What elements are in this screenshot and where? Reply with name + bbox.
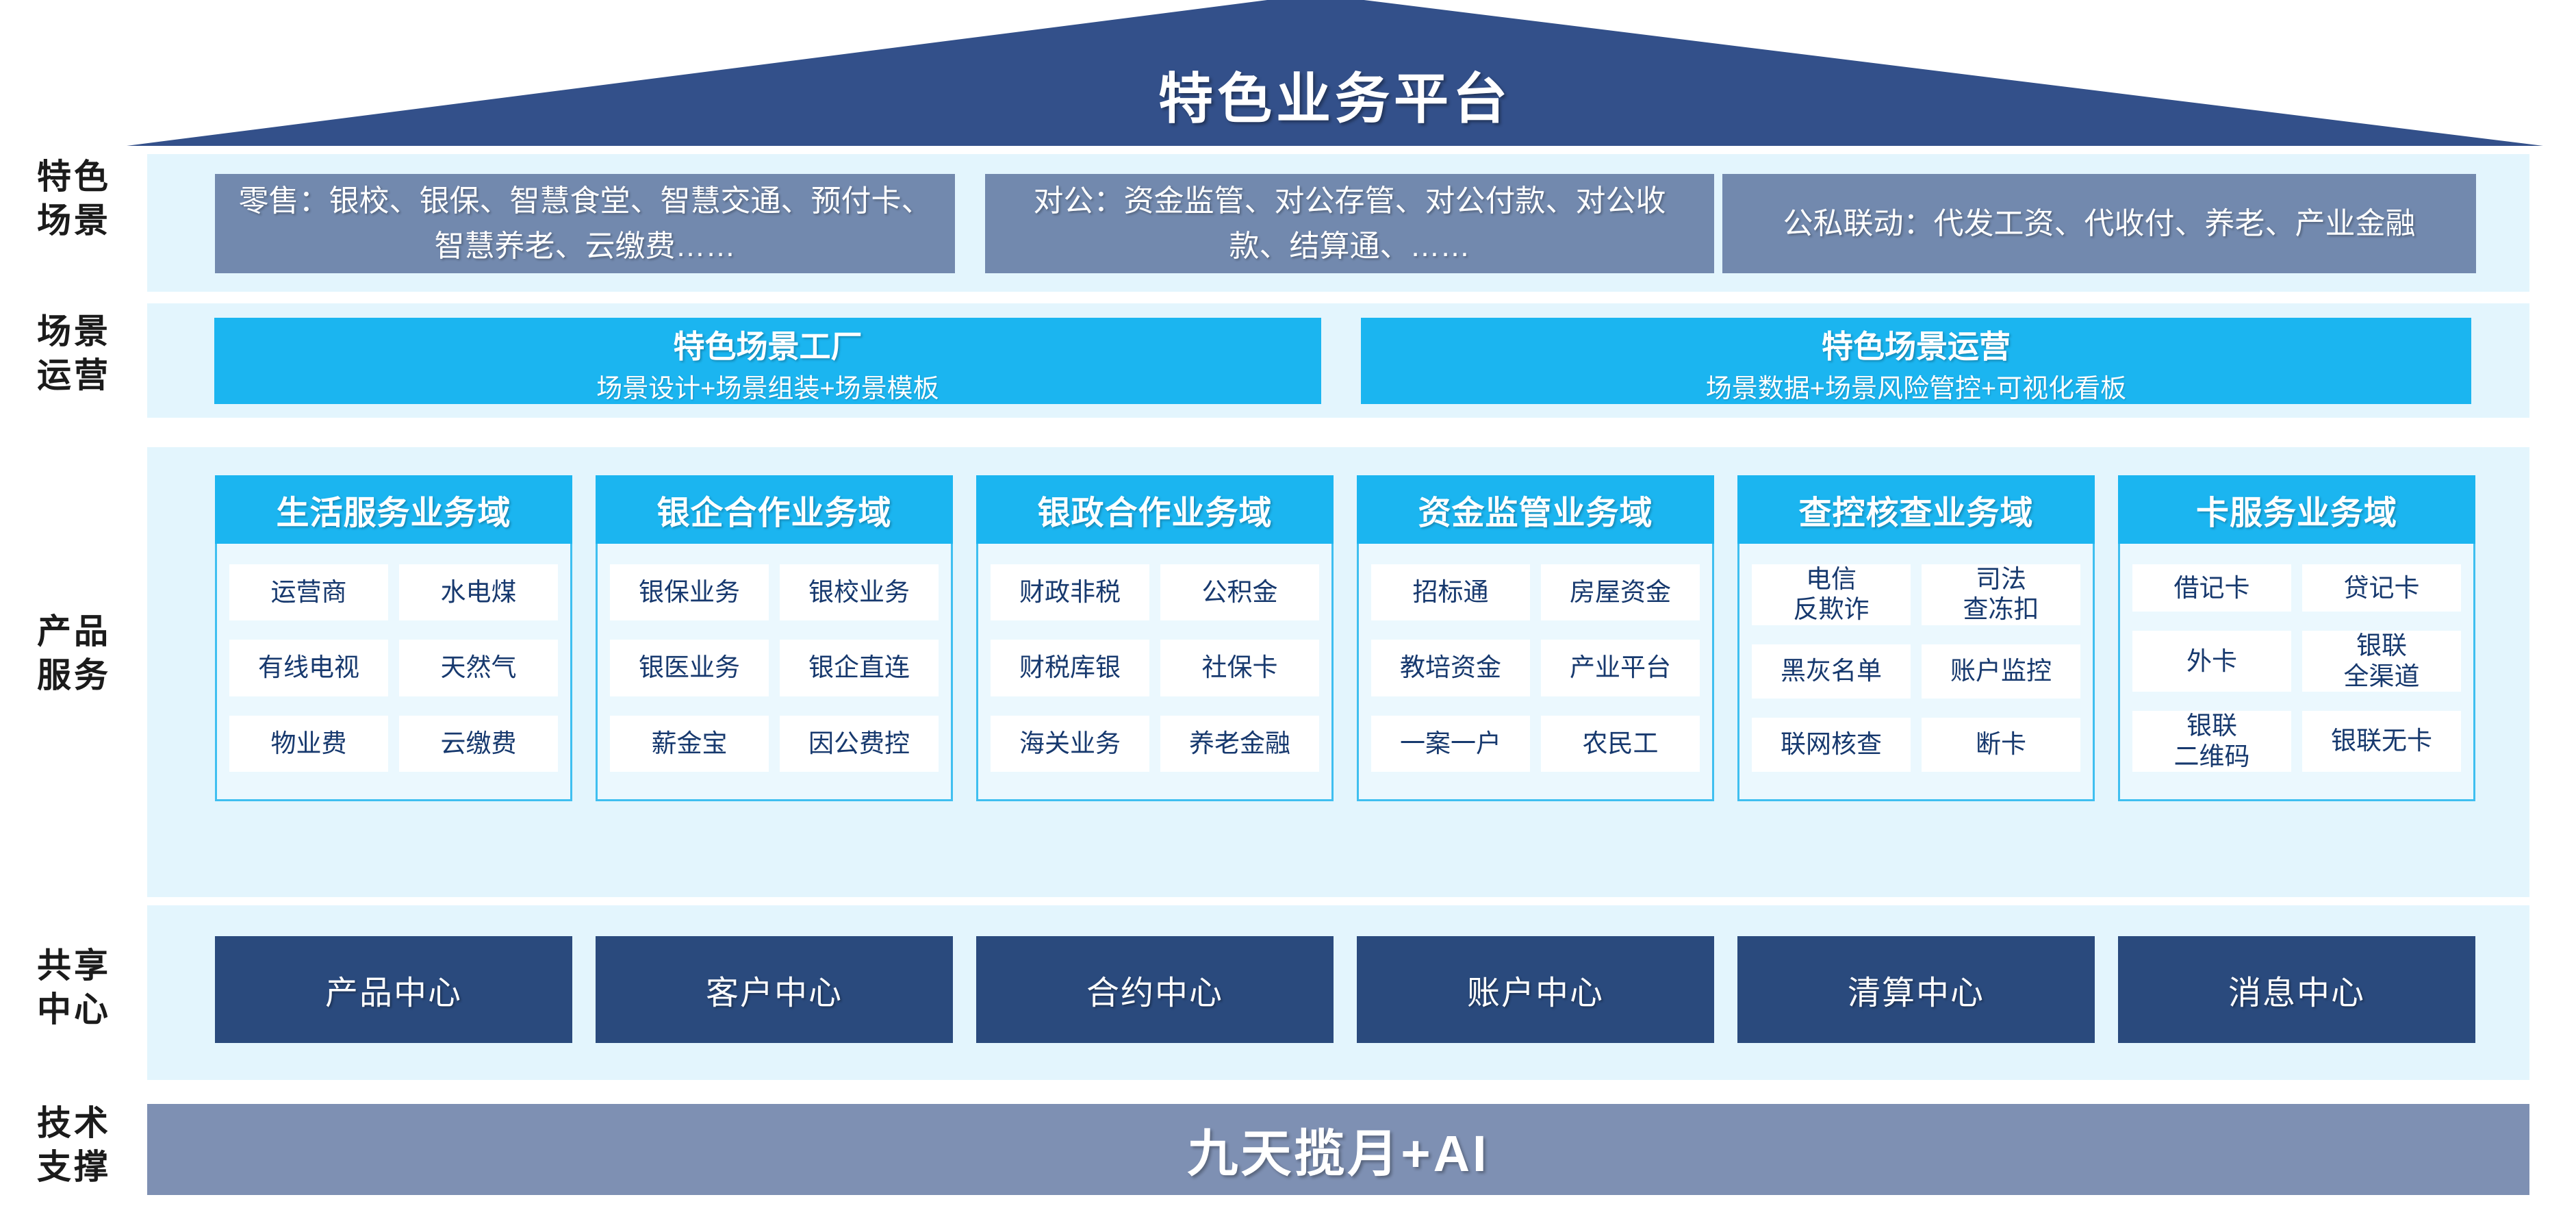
product-cell: 外卡 (2132, 631, 2291, 692)
operations-box-subtitle: 场景设计+场景组装+场景模板 (596, 375, 939, 403)
tech-support-bar: 九天揽月+AI (147, 1104, 2529, 1195)
product-cell: 贷记卡 (2302, 564, 2461, 612)
product-cell: 薪金宝 (610, 715, 769, 772)
product-cell: 云缴费 (399, 715, 558, 772)
row-label-product-services: 产品 服务 (37, 612, 111, 694)
domain-fund-supervision: 资金监管业务域 招标通 房屋资金 教培资金 产业平台 一案一户 农民工 (1357, 475, 1714, 801)
product-cell: 银校业务 (780, 564, 939, 621)
product-cell: 运营商 (229, 564, 388, 621)
product-cell: 天然气 (399, 640, 558, 696)
product-cell: 水电煤 (399, 564, 558, 621)
tech-support-title: 九天揽月+AI (1187, 1125, 1490, 1182)
row-label-featured-scenarios: 特色 场景 (37, 158, 111, 240)
domain-body: 财政非税 公积金 财税库银 社保卡 海关业务 养老金融 (976, 544, 1334, 801)
product-cell: 司法 查冻扣 (1922, 564, 2080, 625)
product-cell: 物业费 (229, 715, 388, 772)
domain-header: 生活服务业务域 (215, 475, 572, 544)
product-cell: 电信 反欺诈 (1752, 564, 1911, 625)
domain-header: 银企合作业务域 (596, 475, 953, 544)
row-label-shared-centers: 共享 中心 (37, 946, 111, 1029)
domain-inquiry-verification: 查控核查业务域 电信 反欺诈 司法 查冻扣 黑灰名单 账户监控 联网核查 断卡 (1737, 475, 2095, 801)
roof-banner: 特色业务平台 (127, 0, 2543, 146)
product-cell: 账户监控 (1922, 644, 2080, 699)
domain-header: 查控核查业务域 (1737, 475, 2095, 544)
center-box-clearing: 清算中心 (1737, 936, 2095, 1043)
domain-bank-enterprise: 银企合作业务域 银保业务 银校业务 银医业务 银企直连 薪金宝 因公费控 (596, 475, 953, 801)
center-box-product: 产品中心 (215, 936, 572, 1043)
scenario-box-public-private: 公私联动：代发工资、代收付、养老、产业金融 (1722, 174, 2476, 273)
scenario-box-retail: 零售：银校、银保、智慧食堂、智慧交通、预付卡、智慧养老、云缴费…… (215, 174, 955, 273)
product-cell: 社保卡 (1160, 640, 1319, 696)
domain-body: 招标通 房屋资金 教培资金 产业平台 一案一户 农民工 (1357, 544, 1714, 801)
band-scenario-operations: 特色场景工厂 场景设计+场景组装+场景模板 特色场景运营 场景数据+场景风险管控… (147, 303, 2529, 418)
product-cell: 银联 全渠道 (2302, 631, 2461, 692)
product-cell: 产业平台 (1541, 640, 1700, 696)
domain-card-services: 卡服务业务域 借记卡 贷记卡 外卡 银联 全渠道 银联 二维码 银联无卡 (2118, 475, 2475, 801)
domain-body: 银保业务 银校业务 银医业务 银企直连 薪金宝 因公费控 (596, 544, 953, 801)
product-cell: 养老金融 (1160, 715, 1319, 772)
domain-header: 卡服务业务域 (2118, 475, 2475, 544)
center-box-message: 消息中心 (2118, 936, 2475, 1043)
scenario-box-corporate: 对公：资金监管、对公存管、对公付款、对公收款、结算通、…… (985, 174, 1714, 273)
product-cell: 断卡 (1922, 717, 2080, 772)
page-title: 特色业务平台 (1158, 68, 1512, 129)
product-cell: 公积金 (1160, 564, 1319, 621)
product-cell: 财税库银 (991, 640, 1149, 696)
product-cell: 教培资金 (1371, 640, 1530, 696)
product-cell: 银企直连 (780, 640, 939, 696)
product-cell: 银医业务 (610, 640, 769, 696)
product-cell: 借记卡 (2132, 564, 2291, 612)
row-label-scenario-operations: 场景 运营 (37, 312, 111, 394)
product-cell: 招标通 (1371, 564, 1530, 621)
product-cell: 联网核查 (1752, 717, 1911, 772)
product-cell: 农民工 (1541, 715, 1700, 772)
product-cell: 有线电视 (229, 640, 388, 696)
domain-body: 电信 反欺诈 司法 查冻扣 黑灰名单 账户监控 联网核查 断卡 (1737, 544, 2095, 801)
band-shared-centers: 产品中心 客户中心 合约中心 账户中心 清算中心 消息中心 (147, 905, 2529, 1080)
band-featured-scenarios: 零售：银校、银保、智慧食堂、智慧交通、预付卡、智慧养老、云缴费…… 对公：资金监… (147, 154, 2529, 292)
operations-box-title: 特色场景运营 (1822, 329, 2011, 364)
center-box-contract: 合约中心 (976, 936, 1334, 1043)
operations-box-title: 特色场景工厂 (673, 329, 863, 364)
operations-box-subtitle: 场景数据+场景风险管控+可视化看板 (1705, 375, 2127, 403)
product-cell: 财政非税 (991, 564, 1149, 621)
domain-body: 运营商 水电煤 有线电视 天然气 物业费 云缴费 (215, 544, 572, 801)
domain-header: 银政合作业务域 (976, 475, 1334, 544)
product-cell: 银联 二维码 (2132, 711, 2291, 772)
product-cell: 因公费控 (780, 715, 939, 772)
center-box-customer: 客户中心 (596, 936, 953, 1043)
product-cell: 银保业务 (610, 564, 769, 621)
domain-life-services: 生活服务业务域 运营商 水电煤 有线电视 天然气 物业费 云缴费 (215, 475, 572, 801)
product-cell: 海关业务 (991, 715, 1149, 772)
domain-bank-government: 银政合作业务域 财政非税 公积金 财税库银 社保卡 海关业务 养老金融 (976, 475, 1334, 801)
row-label-tech-support: 技术 支撑 (37, 1104, 111, 1186)
product-cell: 房屋资金 (1541, 564, 1700, 621)
domain-header: 资金监管业务域 (1357, 475, 1714, 544)
product-cell: 银联无卡 (2302, 711, 2461, 772)
domain-body: 借记卡 贷记卡 外卡 银联 全渠道 银联 二维码 银联无卡 (2118, 544, 2475, 801)
band-product-services: 生活服务业务域 运营商 水电煤 有线电视 天然气 物业费 云缴费 银企合作业务域… (147, 447, 2529, 897)
product-cell: 一案一户 (1371, 715, 1530, 772)
operations-box-scenario-operation: 特色场景运营 场景数据+场景风险管控+可视化看板 (1361, 318, 2471, 404)
product-cell: 黑灰名单 (1752, 644, 1911, 699)
operations-box-scenario-factory: 特色场景工厂 场景设计+场景组装+场景模板 (214, 318, 1321, 404)
center-box-account: 账户中心 (1357, 936, 1714, 1043)
